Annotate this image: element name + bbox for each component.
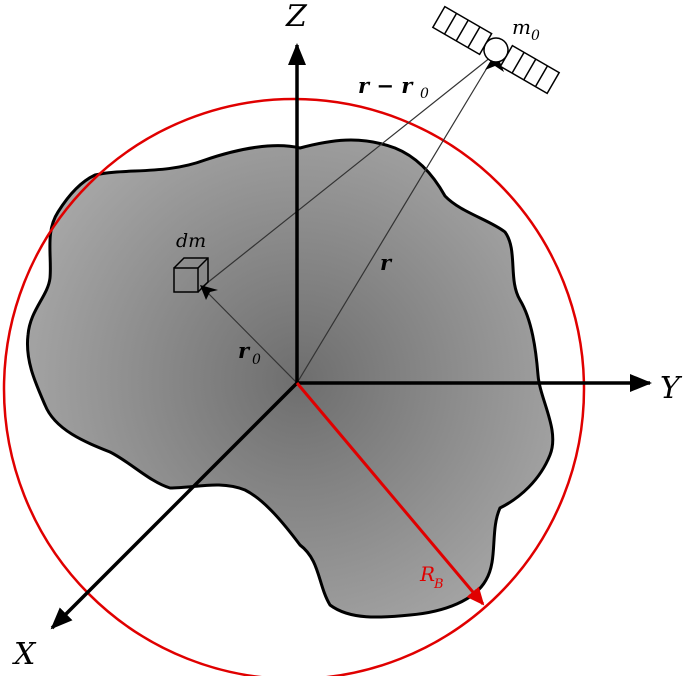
vector-r bbox=[296, 52, 497, 384]
svg-text:R: R bbox=[419, 562, 435, 586]
bounding-sphere bbox=[2, 97, 586, 676]
r-label: r bbox=[380, 250, 393, 275]
z-axis-label: Z bbox=[285, 0, 308, 34]
svg-text:B: B bbox=[433, 577, 444, 592]
asteroid-body bbox=[25, 138, 555, 619]
svg-text:r − r: r − r bbox=[358, 73, 414, 98]
satellite-icon bbox=[431, 5, 561, 95]
r-minus-r0-label: r − r 0 bbox=[358, 73, 429, 102]
y-axis-label: Y bbox=[660, 371, 683, 406]
x-axis bbox=[50, 381, 299, 630]
r0-label: r 0 bbox=[238, 338, 261, 368]
svg-text:0: 0 bbox=[252, 352, 261, 368]
mass-element-label: dm bbox=[176, 230, 206, 252]
mass-element-cube-icon bbox=[173, 257, 209, 293]
x-axis-label: X bbox=[12, 637, 37, 672]
bounding-radius-label: R B bbox=[419, 562, 444, 592]
vector-r0 bbox=[201, 286, 298, 384]
bounding-radius-vector bbox=[295, 382, 485, 606]
svg-text:0: 0 bbox=[531, 28, 540, 44]
satellite-mass-label: m 0 bbox=[512, 15, 540, 44]
svg-text:0: 0 bbox=[420, 86, 429, 102]
vector-r-minus-r0 bbox=[201, 52, 497, 288]
svg-text:m: m bbox=[512, 15, 531, 39]
arrowhead-r0 bbox=[200, 285, 218, 300]
svg-text:r: r bbox=[238, 338, 251, 363]
